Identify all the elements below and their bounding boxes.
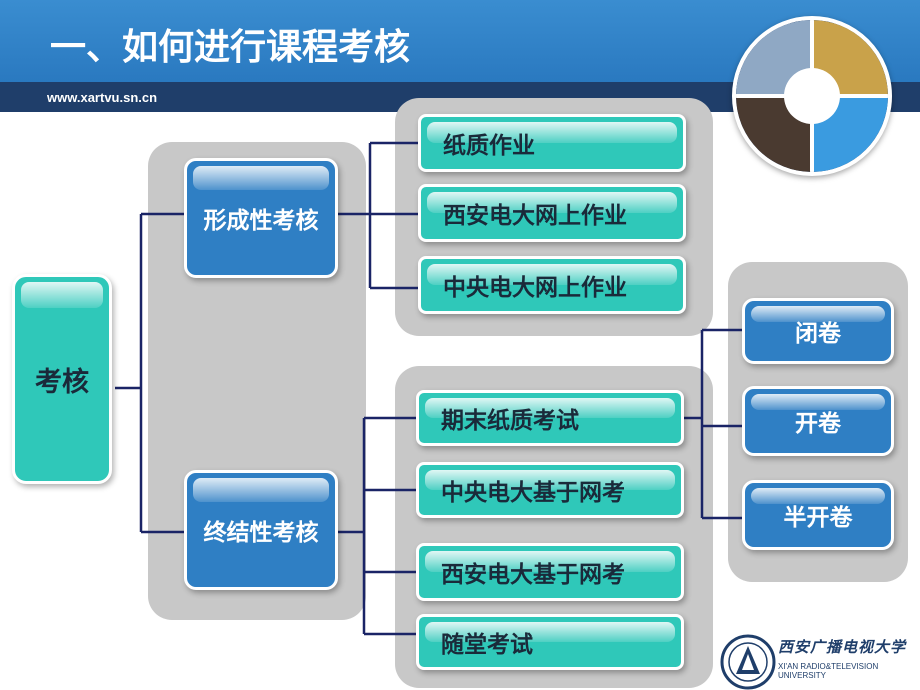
summative-label: 终结性考核: [203, 520, 319, 546]
formative-gloss: [193, 166, 329, 190]
node-open-book: 开卷: [742, 386, 894, 456]
root-node-label: 考核: [35, 366, 89, 398]
node-central-online-homework: 中央电大网上作业: [418, 256, 686, 314]
node-label: 随堂考试: [441, 632, 533, 658]
node-label: 半开卷: [783, 505, 853, 531]
node-label: 开卷: [795, 411, 841, 437]
node-in-class-exam: 随堂考试: [416, 614, 684, 670]
node-label: 纸质作业: [443, 133, 535, 159]
node-closed-book: 闭卷: [742, 298, 894, 364]
node-label: 西安电大网上作业: [443, 203, 627, 229]
node-label: 西安电大基于网考: [441, 562, 625, 588]
node-xian-online-homework: 西安电大网上作业: [418, 184, 686, 242]
formative-label: 形成性考核: [203, 208, 319, 234]
node-label: 闭卷: [795, 321, 841, 347]
node-semi-open-book: 半开卷: [742, 480, 894, 550]
node-label: 期末纸质考试: [441, 408, 579, 434]
site-url: www.xartvu.sn.cn: [47, 90, 158, 105]
node-formative-assessment: 形成性考核: [184, 158, 338, 278]
university-name-en-line1: XI'AN RADIO&TELEVISION: [778, 662, 879, 671]
university-name-en: XI'AN RADIO&TELEVISION UNIVERSITY: [778, 662, 878, 680]
university-seal-icon: [720, 634, 776, 690]
node-paper-homework: 纸质作业: [418, 114, 686, 172]
root-node-assessment: 考核: [12, 274, 112, 484]
root-gloss: [21, 282, 103, 308]
slide-title: 一、如何进行课程考核: [50, 27, 411, 68]
university-logo: 西安广播电视大学 XI'AN RADIO&TELEVISION UNIVERSI…: [718, 632, 920, 690]
university-name-en-line2: UNIVERSITY: [778, 671, 827, 680]
node-label: 中央电大网上作业: [443, 275, 627, 301]
node-xian-online-exam: 西安电大基于网考: [416, 543, 684, 601]
summative-gloss: [193, 478, 329, 502]
node-final-paper-exam: 期末纸质考试: [416, 390, 684, 446]
node-summative-assessment: 终结性考核: [184, 470, 338, 590]
badge-graphic: [736, 20, 888, 172]
node-label: 中央电大基于网考: [441, 480, 625, 506]
university-name-cn: 西安广播电视大学: [778, 638, 907, 656]
node-central-online-exam: 中央电大基于网考: [416, 462, 684, 518]
header-badge-image: [732, 16, 892, 176]
